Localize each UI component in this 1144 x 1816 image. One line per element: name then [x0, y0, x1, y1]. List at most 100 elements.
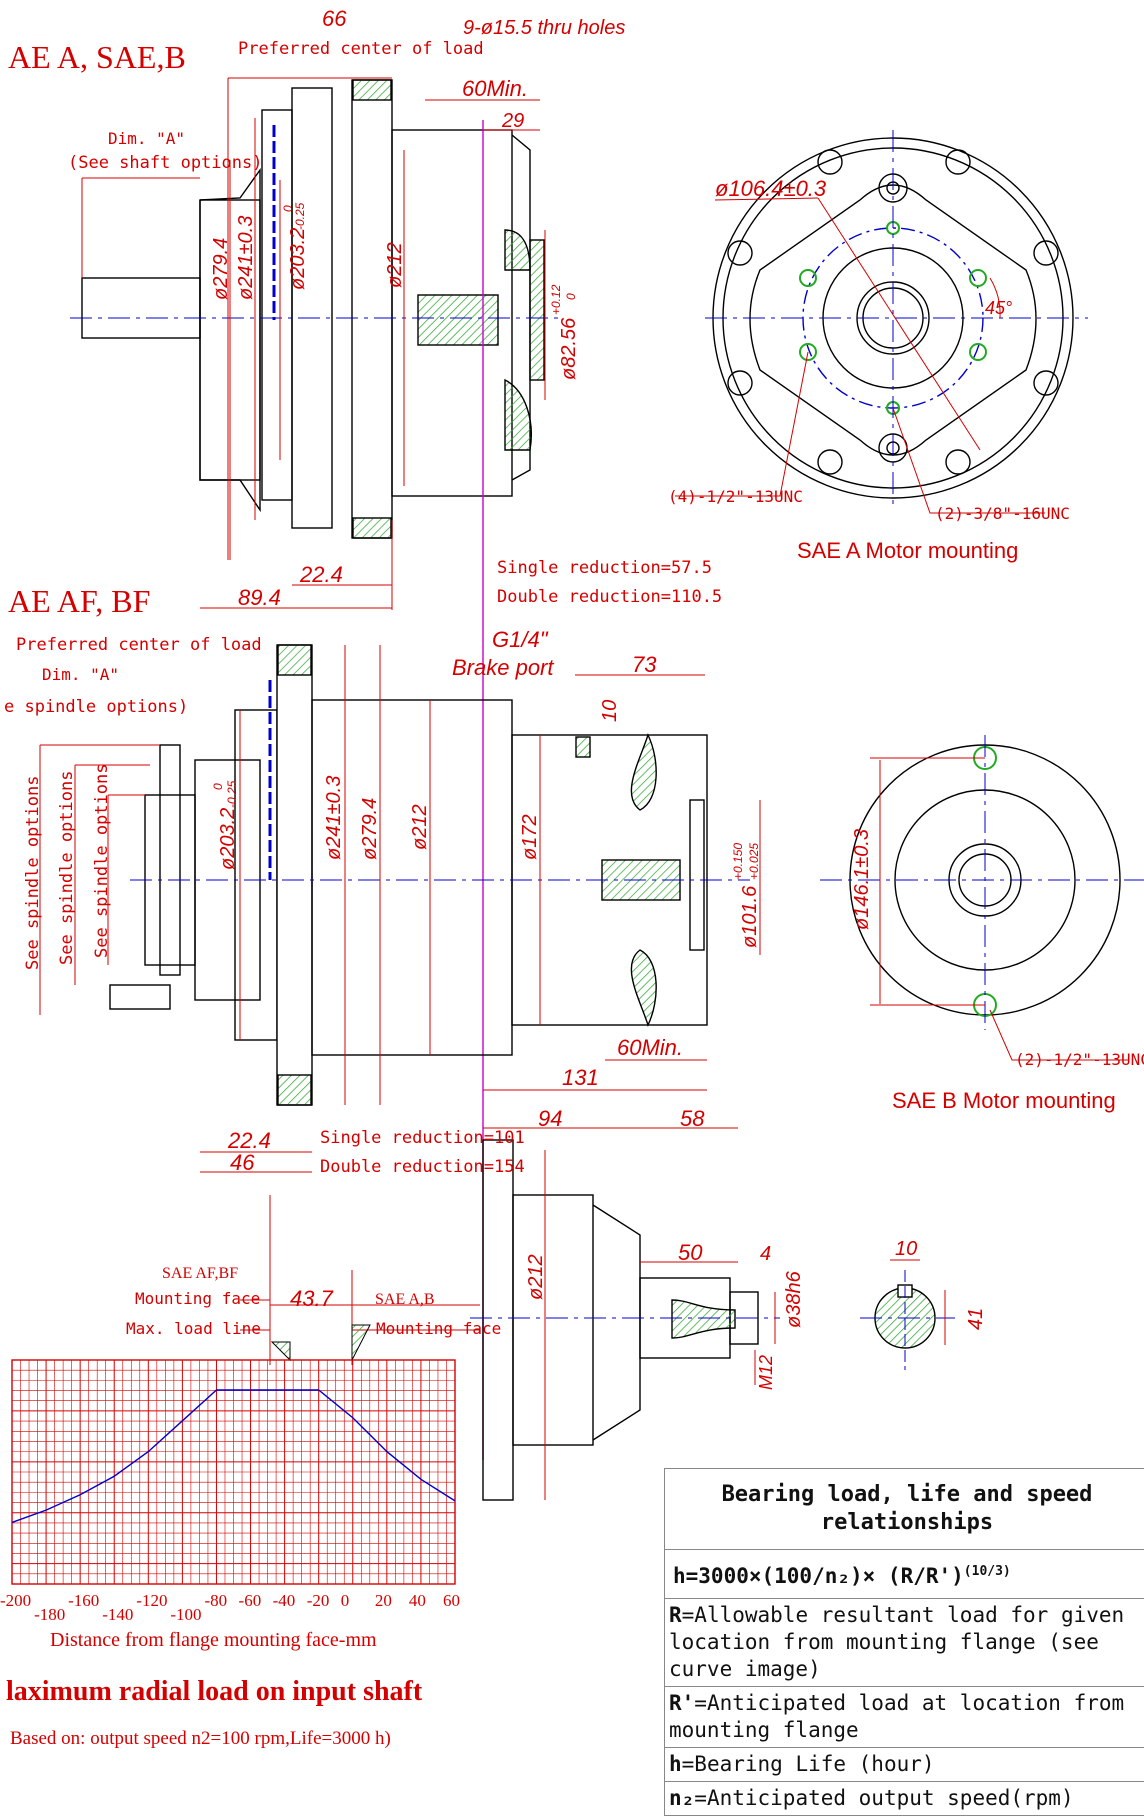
min60-mid: 60Min. — [617, 1035, 683, 1060]
single-reduction-mid: Single reduction=101 — [320, 1128, 525, 1148]
holes-top: 9-ø15.5 thru holes — [463, 17, 625, 39]
top-dimension-lines — [81, 77, 546, 610]
d131: 131 — [562, 1065, 599, 1090]
chart-x-tick-label: -80 — [204, 1591, 227, 1610]
bearing-row-key: R — [669, 1603, 682, 1627]
engineering-drawing: -200-180-160-140-120-100-80-60-40-200204… — [0, 6, 1144, 1749]
d10-mid: 10 — [599, 700, 621, 722]
d203-mid-tol-lo: -0.25 — [225, 780, 239, 808]
mounting-face-2: Mounting face — [376, 1319, 501, 1338]
bearing-row-text: =Allowable resultant load for given loca… — [669, 1603, 1125, 1681]
chart-title: laximum radial load on input shaft — [6, 1676, 423, 1707]
holes-sae-b: (2)-1/2"-13UNC — [1015, 1050, 1144, 1069]
bearing-row-text: =Bearing Life (hour) — [681, 1752, 935, 1776]
bearing-row-text: =Anticipated load at location from mount… — [669, 1691, 1125, 1742]
dim-66: 66 — [322, 6, 347, 31]
bearing-formula-text: h=3000×(100/n₂)× (R/R') — [673, 1564, 964, 1588]
mounting-face-1: Mounting face — [135, 1289, 260, 1308]
chart-x-tick-label: -160 — [68, 1591, 99, 1610]
d4: 4 — [760, 1243, 771, 1265]
shaft-side-view — [482, 1139, 936, 1501]
d82-top: ø82.56 — [558, 317, 580, 380]
d22-mid: 22.4 — [227, 1128, 271, 1153]
angle-45: 45° — [985, 298, 1012, 318]
spindle-option-3: See spindle options — [92, 764, 112, 958]
heading-mid: AE AF, BF — [8, 583, 150, 619]
chart-x-tick-label: -200 — [0, 1591, 31, 1610]
key-41: 41 — [965, 1308, 987, 1330]
double-reduction-mid: Double reduction=154 — [320, 1157, 525, 1177]
chart-x-tick-label: -40 — [273, 1591, 296, 1610]
spindle-option-1: See spindle options — [23, 776, 43, 970]
bearing-row: n₂=Anticipated output speed(rpm) — [665, 1782, 1144, 1815]
bearing-row-text: =Anticipated output speed(rpm) — [694, 1786, 1074, 1810]
d43: 43.7 — [290, 1286, 334, 1311]
chart-x-tick-label: 0 — [341, 1591, 350, 1610]
bearing-row: R=Allowable resultant load for given loc… — [665, 1599, 1144, 1687]
chart-x-tick-label: 40 — [409, 1591, 426, 1610]
d101-tol-lo: +0.025 — [747, 843, 761, 880]
d279-mid: ø279.4 — [359, 798, 381, 860]
d241-top: ø241±0.3 — [235, 216, 257, 300]
g14: G1/4" — [492, 627, 549, 652]
label-sae-ab: SAE A,B — [375, 1291, 435, 1308]
key-10: 10 — [895, 1238, 917, 1260]
bearing-table: Bearing load, life and speed relationshi… — [664, 1468, 1144, 1816]
brake-port: Brake port — [452, 655, 554, 680]
bearing-formula-exp: (10/3) — [963, 1564, 1011, 1579]
preferred-center-top: Preferred center of load — [238, 39, 484, 59]
dimA-mid: Dim. "A" — [42, 665, 119, 684]
d29-top: 29 — [501, 110, 524, 132]
bearing-row: R'=Anticipated load at location from mou… — [665, 1687, 1144, 1748]
d101-tol-up: +0.150 — [731, 843, 745, 880]
d212-shaft: ø212 — [525, 1254, 547, 1300]
double-reduction-top: Double reduction=110.5 — [497, 587, 722, 607]
d73: 73 — [632, 652, 657, 677]
bearing-table-title: Bearing load, life and speed relationshi… — [665, 1469, 1144, 1550]
chart-x-tick-label: -100 — [170, 1605, 201, 1624]
bearing-formula: h=3000×(100/n₂)× (R/R')(10/3) — [665, 1550, 1144, 1599]
d106: ø106.4±0.3 — [715, 176, 827, 201]
d50: 50 — [678, 1240, 703, 1265]
mid-side-view — [109, 644, 708, 1106]
max-load-line: Max. load line — [126, 1319, 261, 1338]
heading-top: AE A, SAE,B — [8, 39, 186, 75]
bearing-row: h=Bearing Life (hour) — [665, 1748, 1144, 1782]
d212-top: ø212 — [384, 242, 406, 288]
bearing-row-key: n₂ — [669, 1786, 695, 1810]
chart-x-tick-label: -180 — [34, 1605, 65, 1624]
d89-top: 89.4 — [238, 585, 281, 610]
d203-tol-up: 0 — [281, 205, 295, 212]
d241-mid: ø241±0.3 — [323, 776, 345, 860]
preferred-center-mid: Preferred center of load — [16, 635, 262, 655]
sae-b-caption: SAE B Motor mounting — [892, 1088, 1116, 1113]
d22-top: 22.4 — [299, 562, 343, 587]
holes-a: (4)-1/2"-13UNC — [668, 487, 803, 506]
d146: ø146.1±0.3 — [851, 829, 873, 930]
d203-mid-tol-up: 0 — [211, 783, 225, 790]
d203-mid: ø203.2 — [217, 808, 239, 870]
d279-top: ø279.4 — [210, 238, 232, 300]
bearing-row-key: R' — [669, 1691, 695, 1715]
min60-top: 60Min. — [462, 76, 528, 101]
label-sae-af-bf: SAE AF,BF — [162, 1265, 238, 1282]
d46: 46 — [230, 1150, 255, 1175]
bearing-row-key: h — [669, 1752, 682, 1776]
holes-b: (2)-3/8"-16UNC — [935, 504, 1070, 523]
chart-subtitle: Based on: output speed n2=100 rpm,Life=3… — [10, 1728, 391, 1749]
m12: M12 — [756, 1355, 776, 1390]
mid-dimension-lines — [39, 645, 761, 1173]
chart-x-tick-label: 60 — [443, 1591, 460, 1610]
d94: 94 — [538, 1106, 562, 1131]
d101-mid: ø101.6 — [739, 885, 761, 948]
d58: 58 — [680, 1106, 705, 1131]
labels: AE A, SAE,B AE AF, BF 66 Preferred cente… — [4, 6, 1144, 1749]
d38: ø38h6 — [783, 1270, 805, 1328]
top-side-view — [81, 79, 545, 539]
d203-top: ø203.2 — [287, 228, 309, 290]
sae-a-caption: SAE A Motor mounting — [797, 538, 1018, 563]
d212-mid: ø212 — [409, 804, 431, 850]
d82-tol-up: +0.12 — [549, 284, 563, 315]
